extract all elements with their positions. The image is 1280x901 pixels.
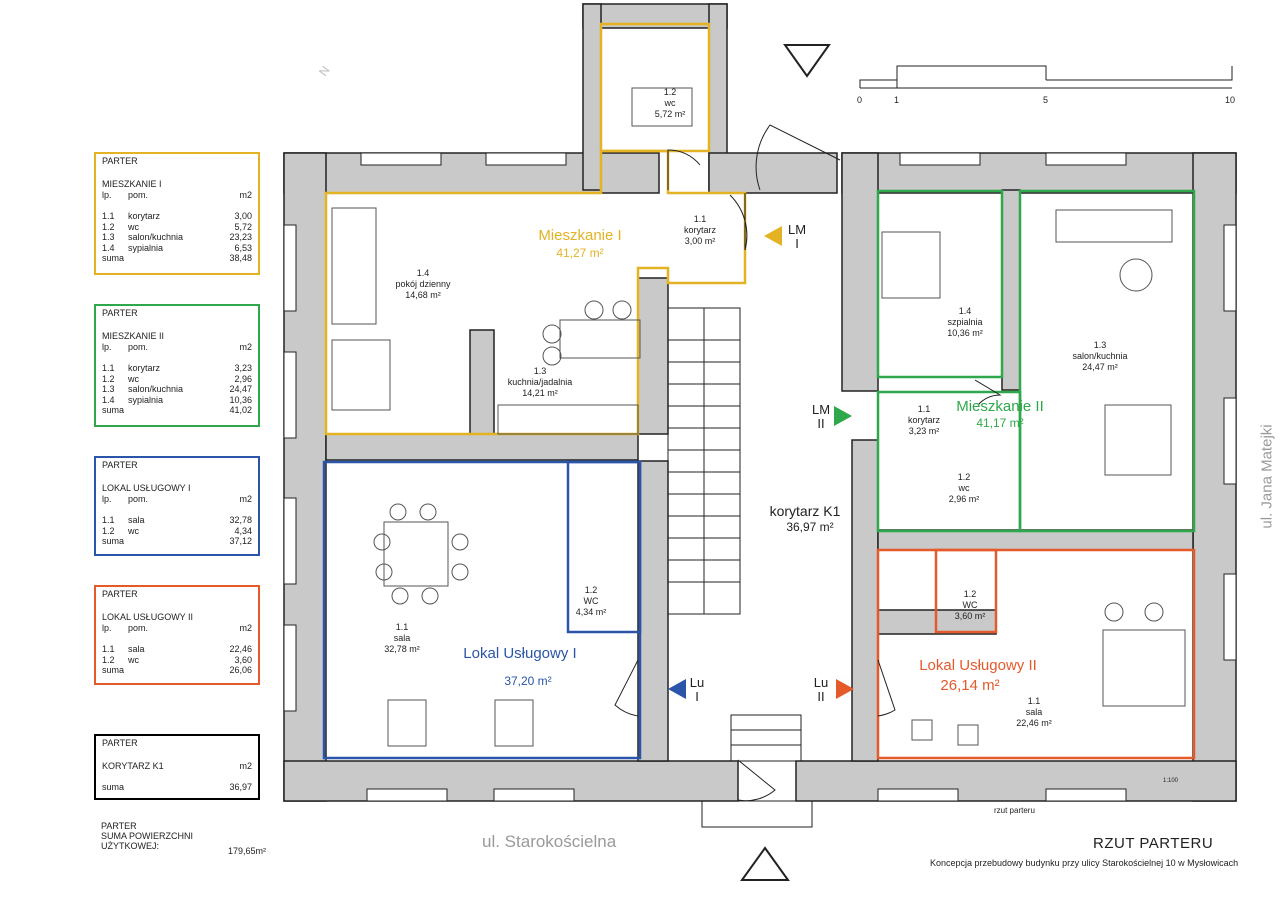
drawing-subtitle: Koncepcja przebudowy budynku przy ulicy … — [930, 858, 1239, 868]
legend-level: PARTER — [102, 589, 138, 599]
entrance-lu2-marker — [836, 679, 854, 699]
scale-tick-1: 1 — [894, 95, 900, 105]
legend-level: PARTER — [102, 308, 138, 318]
scale-tick-0: 0 — [857, 95, 863, 105]
north-arrow-top — [783, 44, 831, 78]
zone-m2-hall-outline — [876, 390, 1022, 533]
drawing-title: RZUT PARTERU — [1093, 835, 1214, 852]
zone-m1-name: Mieszkanie I — [538, 227, 622, 244]
zone-k1-name: korytarz K1 — [769, 503, 841, 519]
zone-m2-area: 41,17 m² — [976, 416, 1024, 430]
zone-l2-area: 26,14 m² — [940, 677, 1000, 694]
entrance-lm1-marker — [764, 226, 782, 246]
zone-m1-area: 41,27 m² — [556, 246, 604, 260]
legend-unit: LOKAL USŁUGOWY II — [102, 612, 194, 622]
zone-l2-name: Lokal Usługowy II — [919, 657, 1037, 674]
total-area-value: 179,65m² — [228, 846, 267, 856]
small-caption: rzut parteru — [994, 806, 1035, 815]
street-south-label: ul. Starokościelna — [482, 832, 617, 851]
scale-tick-5: 5 — [1043, 95, 1049, 105]
zone-m2-salon-outline — [1018, 189, 1196, 533]
scale-bar — [859, 65, 1233, 89]
street-east-label: ul. Jana Matejki — [1258, 424, 1276, 529]
doors — [614, 124, 1002, 802]
zone-k1-area: 36,97 m² — [786, 520, 834, 534]
zone-l1-wc-outline — [566, 460, 642, 634]
legend-level: PARTER — [102, 460, 138, 470]
legend-unit: LOKAL USŁUGOWY I — [102, 483, 191, 493]
scale-ratio: 1:100 — [1163, 778, 1179, 784]
furniture — [331, 87, 1186, 747]
zone-m2-name: Mieszkanie II — [956, 398, 1044, 415]
legend-unit: MIESZKANIE II — [102, 331, 165, 341]
scale-tick-10: 10 — [1225, 95, 1236, 105]
north-arrow-bottom — [740, 846, 790, 881]
zone-l2-outline — [876, 548, 1196, 760]
walls — [283, 3, 1237, 802]
zone-l2-wc-outline — [934, 548, 998, 634]
zone-l1-area: 37,20 m² — [504, 674, 552, 688]
zone-m1-wc-outline — [599, 22, 711, 153]
legend-unit: MIESZKANIE I — [102, 179, 162, 189]
staircase — [667, 307, 813, 828]
entrance-lm2-marker — [834, 406, 852, 426]
entrance-lu1-marker — [668, 679, 686, 699]
legend-level: PARTER — [102, 156, 138, 166]
zone-m2-bedroom-outline — [876, 189, 1004, 379]
legend-level: PARTER — [102, 738, 138, 748]
zone-l1-name: Lokal Usługowy I — [463, 645, 577, 662]
total-area-summary: PARTER SUMA POWIERZCHNI UŻYTKOWEJ: 179,6… — [101, 821, 267, 856]
window-bays — [283, 152, 1237, 802]
